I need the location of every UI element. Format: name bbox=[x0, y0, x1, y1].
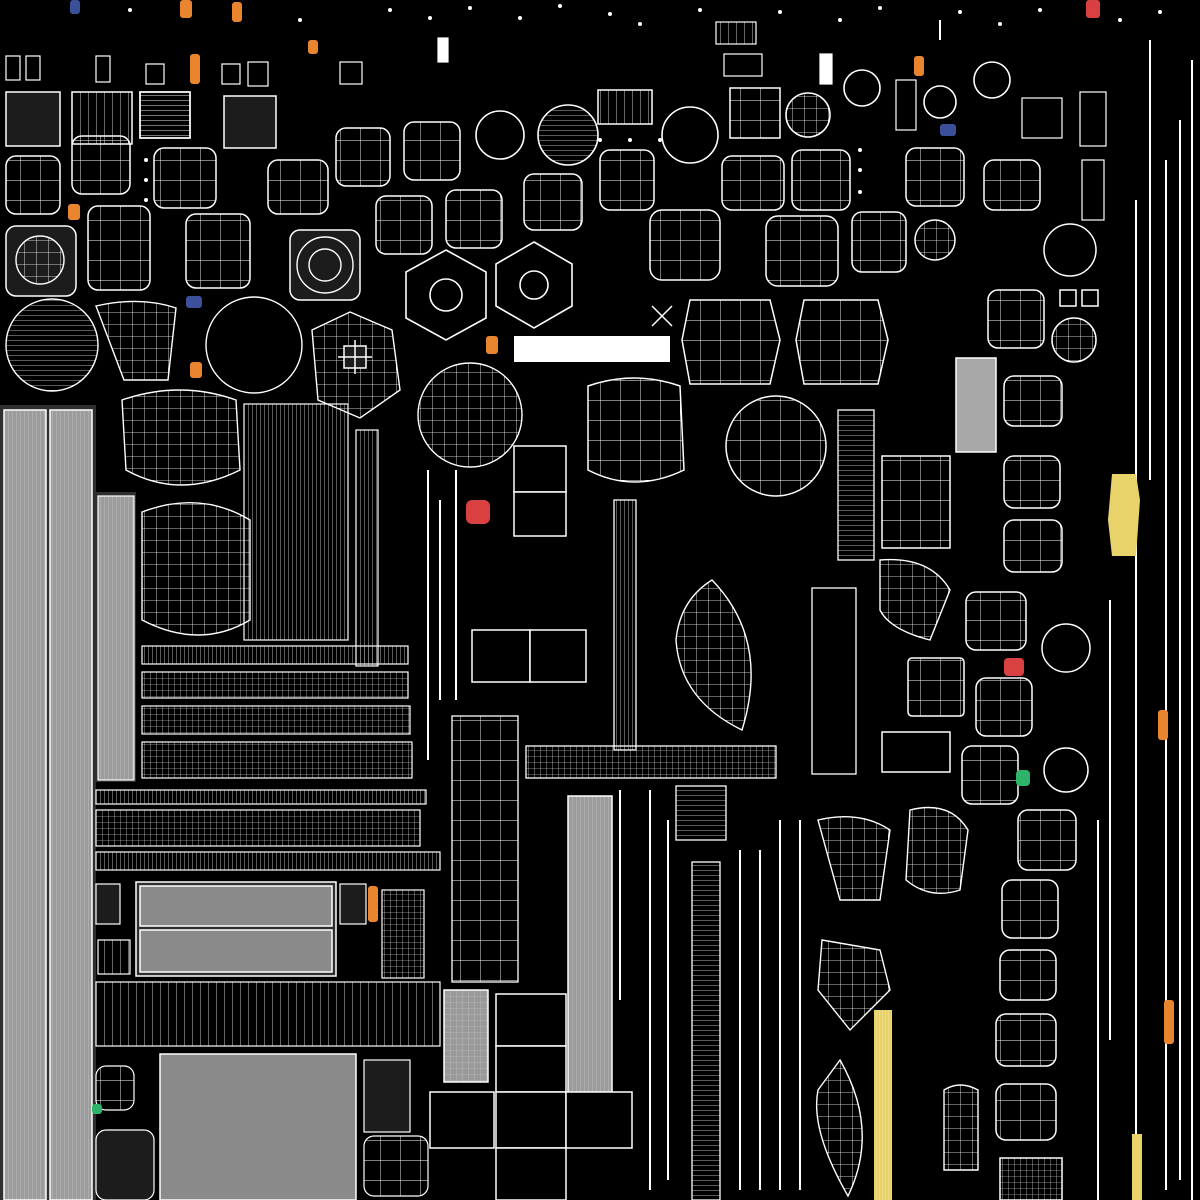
right-circles bbox=[914, 219, 1097, 793]
center-tall-strips bbox=[451, 409, 875, 1200]
bowl-shapes bbox=[587, 299, 889, 497]
green-markers bbox=[92, 770, 1030, 1114]
top-detail-row bbox=[5, 21, 1107, 221]
misc-glyphs bbox=[338, 289, 1099, 374]
yellow-markers bbox=[874, 474, 1142, 1200]
right-mesh-parts bbox=[817, 806, 979, 1171]
striped-strips-left bbox=[95, 403, 441, 1047]
top-left-circles bbox=[5, 235, 523, 468]
black-blocks bbox=[429, 445, 633, 1200]
orange-markers bbox=[68, 0, 1174, 1044]
scattered-dots bbox=[128, 4, 1162, 202]
small-left-parts bbox=[95, 883, 429, 1200]
center-hex-parts bbox=[405, 61, 1011, 341]
leaf-shapes bbox=[675, 558, 951, 1198]
left-gray-strips bbox=[0, 405, 136, 1200]
red-markers bbox=[466, 0, 1100, 676]
blue-markers bbox=[70, 0, 956, 308]
center-grid-tiles bbox=[139, 87, 1041, 287]
gray-flat-panels bbox=[135, 357, 997, 1200]
right-grid-tiles bbox=[881, 289, 1077, 1200]
white-bar bbox=[514, 336, 670, 362]
